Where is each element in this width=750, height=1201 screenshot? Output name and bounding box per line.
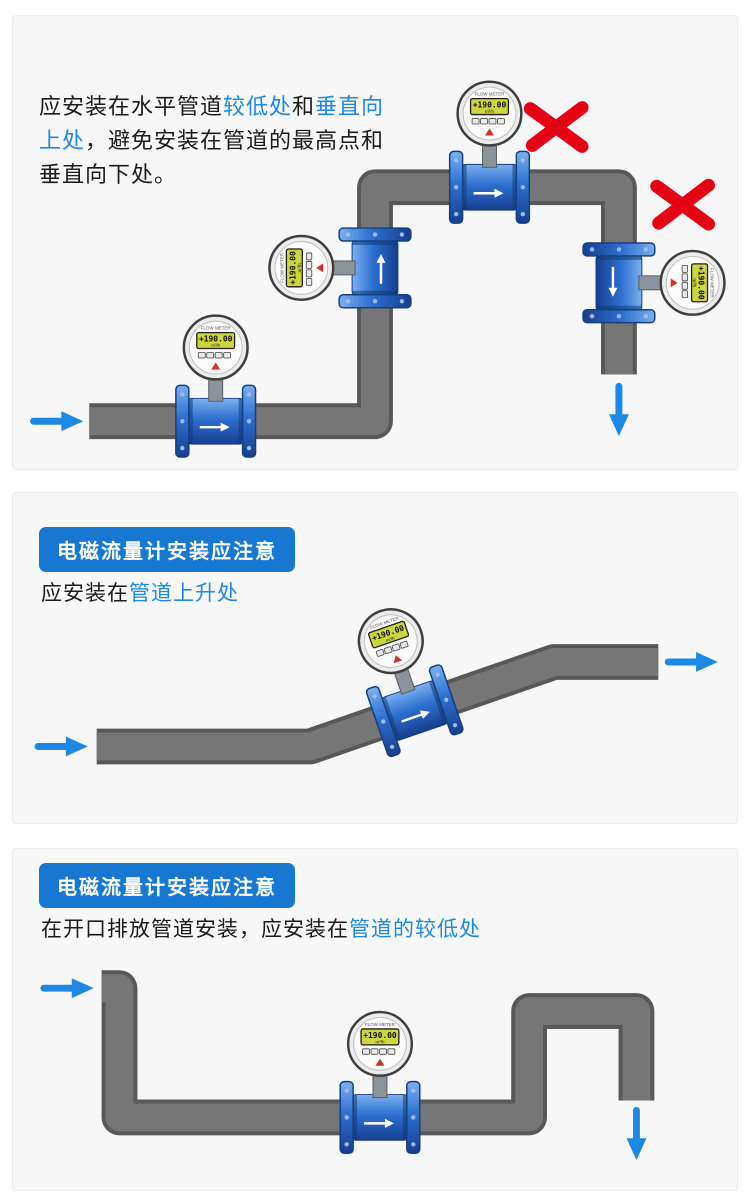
wrong-x-icon [530,108,582,147]
section-badge: 电磁流量计安装应注意 [39,863,295,908]
panel1-diagram [13,80,726,459]
flow-arrow-right-icon [44,978,94,998]
panel2-caption: 应安装在管道上升处 [41,577,239,607]
flow-meter-wrong-highest-point [448,80,531,225]
panel3-diagram [13,970,655,1190]
flow-meter-correct-low-point [338,1010,421,1155]
flow-meter-correct-vertical-up [268,226,413,309]
caption-text: ，避免安装在管道的最高点和垂直向下处。 [39,128,385,187]
caption-text: 和 [292,94,316,119]
flow-arrow-right-icon [668,652,718,672]
section-badge: 电磁流量计安装应注意 [39,527,295,572]
panel-horizontal-vertical-rules: 应安装在水平管道较低处和垂直向上处，避免安装在管道的最高点和垂直向下处。 [12,15,738,470]
panel1-caption: 应安装在水平管道较低处和垂直向上处，避免安装在管道的最高点和垂直向下处。 [39,90,393,192]
flow-meter-wrong-vertical-down [581,241,726,324]
caption-text: 在开口排放管道安装，应安装在 [41,918,349,941]
flow-arrow-down-icon [627,1110,647,1160]
caption-highlight: 管道上升处 [129,582,239,605]
caption-text: 应安装在水平管道 [39,94,224,119]
caption-highlight: 较低处 [223,94,293,119]
pipe [101,974,651,1132]
panel-rising-pipe-rule: 电磁流量计安装应注意 应安装在管道上升处 [12,492,738,824]
flow-arrow-right-icon [34,411,84,431]
wrong-x-icon [657,185,709,224]
flow-meter-correct-low-horizontal [174,314,257,459]
caption-text: 应安装在 [41,582,129,605]
flow-arrow-down-icon [609,386,629,436]
flow-arrow-right-icon [38,737,88,757]
caption-highlight: 垂直向上处 [39,94,385,153]
panel-open-discharge-rule: 电磁流量计安装应注意 在开口排放管道安装，应安装在管道的较低处 [12,848,738,1191]
panel3-caption: 在开口排放管道安装，应安装在管道的较低处 [41,913,481,943]
panel2-diagram [13,596,737,765]
caption-highlight: 管道的较低处 [349,918,481,941]
